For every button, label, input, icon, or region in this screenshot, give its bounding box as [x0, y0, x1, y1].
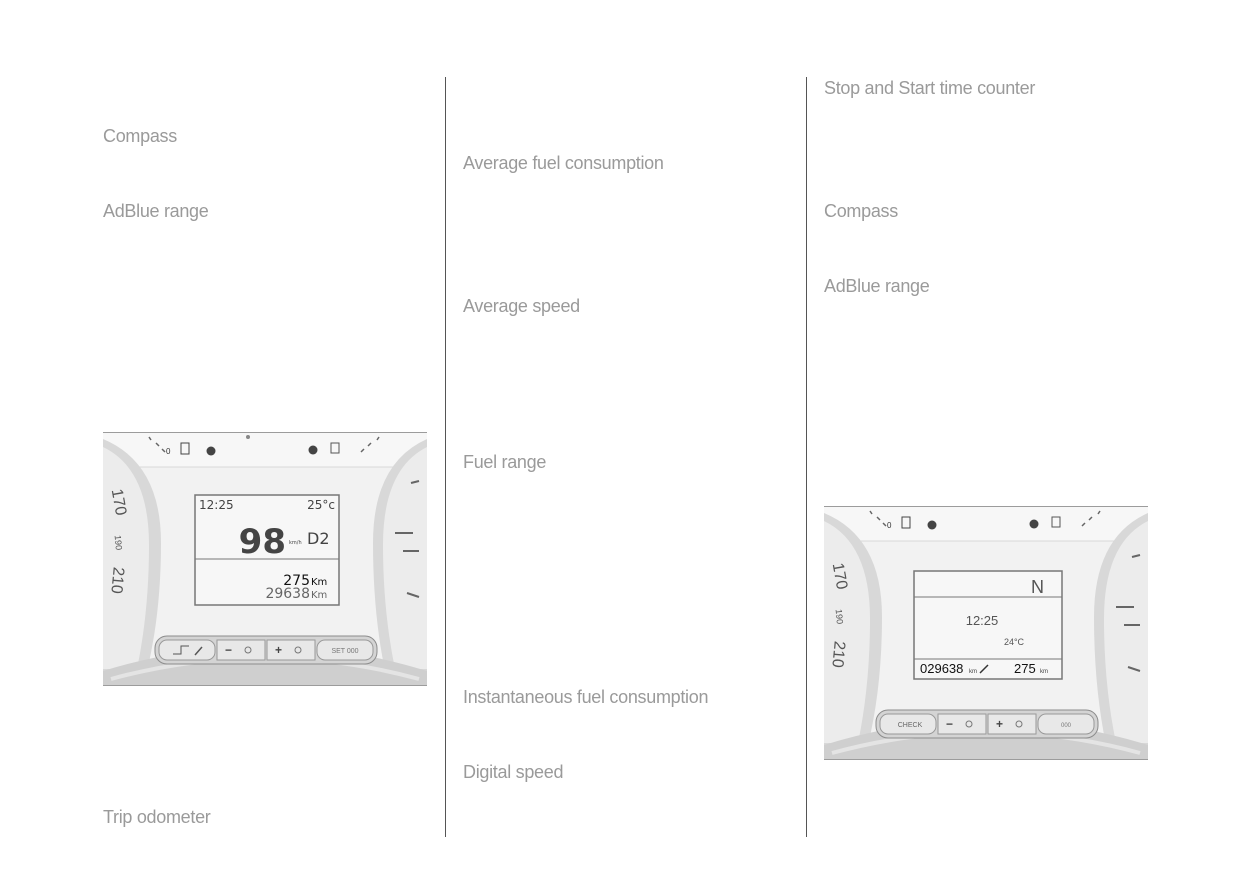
trip-reset-button[interactable]: 000 — [1061, 723, 1072, 729]
svg-text:−: − — [225, 643, 232, 657]
lcd-gear: D2 — [307, 529, 330, 548]
lcd-display — [194, 494, 340, 606]
lcd-compass-heading: N — [1031, 577, 1044, 597]
gauge-label-210: 210 — [828, 640, 847, 668]
gauge-label-210: 210 — [107, 566, 126, 594]
warning-lamp-icon — [206, 446, 216, 456]
warning-lamp-icon — [927, 520, 937, 530]
heading-instantaneous-fuel-consumption: Instantaneous fuel consumption — [463, 687, 709, 707]
heading-average-speed: Average speed — [463, 296, 580, 316]
column-divider-1 — [445, 77, 446, 837]
lcd-range-unit: km — [1040, 669, 1048, 675]
heading-average-fuel-consumption: Average fuel consumption — [463, 153, 664, 173]
heading-digital-speed: Digital speed — [463, 762, 564, 782]
top-indicator-icon — [246, 435, 250, 439]
gauge-label-170: 170 — [829, 562, 850, 591]
brightness-icon — [294, 646, 302, 654]
indicator-lamp-icon — [308, 445, 318, 455]
gauge-label-190: 190 — [113, 535, 124, 551]
fuel-pump-icon — [180, 442, 190, 455]
lcd-speed: 98 — [239, 522, 286, 562]
heading-trip-odometer: Trip odometer — [103, 807, 211, 827]
fuel-reserve-label: 0 — [887, 521, 892, 530]
lcd-time: 12:25 — [966, 613, 999, 628]
heading-compass-2: Compass — [824, 201, 898, 221]
column-divider-2 — [806, 77, 807, 837]
wrench-icon — [979, 664, 989, 674]
coolant-temp-icon — [1051, 516, 1061, 528]
svg-text:+: + — [996, 717, 1003, 731]
set-trip-button[interactable]: SET 000 — [331, 648, 358, 655]
lcd-range-value: 275 — [1014, 661, 1036, 676]
brightness-icon — [1015, 720, 1023, 728]
check-button[interactable]: CHECK — [898, 722, 923, 729]
svg-text:−: − — [946, 717, 953, 731]
wrench-icon — [194, 646, 203, 656]
lcd-time: 12:25 — [199, 498, 234, 512]
back-wrench-button[interactable] — [173, 645, 203, 656]
brightness-plus-button[interactable]: + — [275, 643, 302, 657]
lcd-speed-unit: km/h — [289, 540, 302, 546]
lcd-temperature: 25°c — [307, 498, 335, 512]
gauge-label-170: 170 — [108, 488, 129, 517]
lcd-odometer-value: 029638 — [920, 661, 963, 676]
coolant-temp-icon — [330, 442, 340, 454]
brightness-plus-button[interactable]: + — [996, 717, 1023, 731]
fuel-reserve-label: 0 — [166, 447, 171, 456]
brightness-minus-button[interactable]: − — [225, 643, 252, 657]
lcd-temperature: 24°C — [1004, 637, 1025, 647]
heading-fuel-range: Fuel range — [463, 452, 547, 472]
instrument-cluster-illustration-1: 0 170 190 210 12:25 25°c 98 km/h D2 275 … — [103, 432, 427, 686]
lcd-odometer-unit: Km — [311, 590, 327, 601]
heading-adblue-range-2: AdBlue range — [824, 276, 930, 296]
lcd-display — [913, 570, 1063, 680]
fuel-pump-icon — [901, 516, 911, 529]
instrument-cluster-illustration-2: 0 170 190 210 N 12:25 24°C 029638 km 275… — [824, 506, 1148, 760]
lcd-range-value: 275 — [283, 573, 310, 589]
lcd-odometer-unit: km — [969, 669, 977, 675]
indicator-lamp-icon — [1029, 519, 1039, 529]
lcd-odometer-value: 29638 — [265, 586, 310, 602]
lcd-range-unit: Km — [311, 577, 327, 588]
gauge-label-190: 190 — [834, 609, 845, 625]
svg-text:+: + — [275, 643, 282, 657]
brightness-icon — [965, 720, 973, 728]
heading-compass: Compass — [103, 126, 177, 146]
heading-stop-start-time-counter: Stop and Start time counter — [824, 78, 1036, 98]
heading-adblue-range: AdBlue range — [103, 201, 209, 221]
brightness-icon — [244, 646, 252, 654]
brightness-minus-button[interactable]: − — [946, 717, 973, 731]
back-arrow-icon — [173, 645, 189, 655]
